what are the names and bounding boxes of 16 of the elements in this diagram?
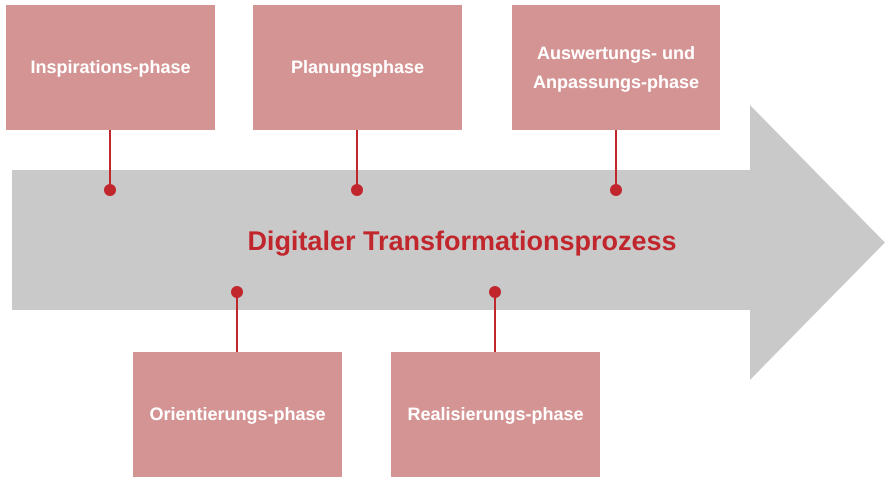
phase-box xyxy=(391,352,600,477)
leader-line xyxy=(231,286,243,352)
phase-box xyxy=(6,5,215,130)
phase-box xyxy=(253,5,462,130)
phase-box xyxy=(512,5,720,130)
arrow-title: Digitaler Transformationsprozess xyxy=(246,225,678,258)
phase-box xyxy=(133,352,342,477)
phase-label: Realisierungs-phase xyxy=(406,403,585,426)
phase-label: Planungsphase xyxy=(290,56,426,79)
phase-label: Inspirations-phase xyxy=(29,56,192,79)
phase-label: Orientierungs-phase xyxy=(148,403,327,426)
phase-label: Auswertungs- und Anpassungs-phase xyxy=(532,42,700,94)
leader-line xyxy=(104,130,116,196)
leader-line xyxy=(351,130,363,196)
leader-line xyxy=(489,286,501,352)
leader-line xyxy=(610,130,622,196)
